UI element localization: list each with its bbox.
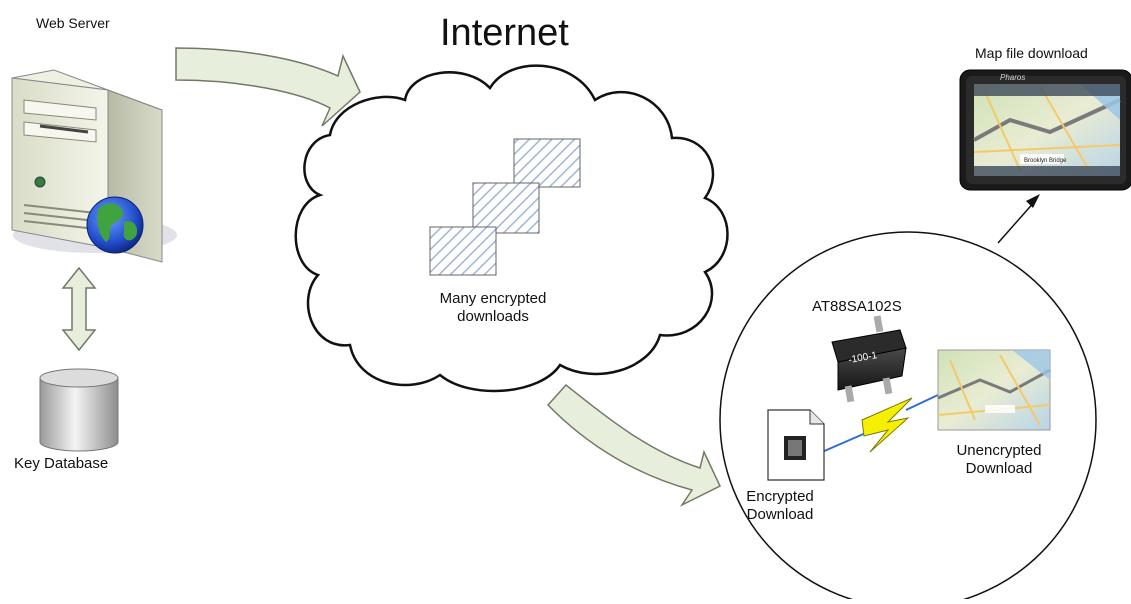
unencrypted-map-image bbox=[937, 349, 1051, 431]
internet-title: Internet bbox=[440, 12, 569, 54]
encrypted-line2: Download bbox=[746, 506, 814, 523]
lightning-bolt-icon bbox=[821, 393, 941, 453]
gps-device-icon bbox=[959, 69, 1131, 191]
double-arrow-icon bbox=[61, 266, 97, 352]
unencrypted-download-label: Unencrypted Download bbox=[940, 442, 1058, 478]
globe-icon bbox=[86, 196, 144, 254]
web-server-label: Web Server bbox=[36, 15, 110, 31]
encrypted-file-1 bbox=[513, 138, 581, 188]
encrypted-files bbox=[429, 138, 581, 276]
encrypted-file-3 bbox=[429, 226, 497, 276]
cloud-to-device-arrow bbox=[546, 383, 721, 507]
encrypted-line1: Encrypted bbox=[746, 488, 814, 505]
circle-to-gps-arrow bbox=[997, 194, 1040, 244]
many-encrypted-line1: Many encrypted bbox=[439, 290, 547, 307]
chip-marking: -100-1 bbox=[848, 350, 879, 366]
document-icon bbox=[767, 409, 825, 481]
encrypted-file-2 bbox=[472, 182, 540, 234]
gps-brand-label: Pharos bbox=[1000, 73, 1025, 82]
encrypted-download-label: Encrypted Download bbox=[722, 488, 838, 524]
chip-icon bbox=[831, 315, 907, 403]
map-file-download-label: Map file download bbox=[975, 45, 1088, 61]
many-encrypted-label: Many encrypted downloads bbox=[430, 290, 556, 326]
unencrypted-line1: Unencrypted bbox=[956, 442, 1042, 459]
gps-map-caption: Brooklyn Bridge bbox=[1024, 158, 1067, 164]
many-encrypted-line2: downloads bbox=[457, 308, 529, 325]
key-database-label: Key Database bbox=[14, 455, 109, 472]
web-server-icon bbox=[11, 69, 177, 263]
unencrypted-line2: Download bbox=[965, 460, 1033, 477]
database-icon bbox=[39, 368, 119, 452]
server-to-cloud-arrow bbox=[175, 47, 361, 127]
chip-name-label: AT88SA102S bbox=[812, 298, 902, 315]
